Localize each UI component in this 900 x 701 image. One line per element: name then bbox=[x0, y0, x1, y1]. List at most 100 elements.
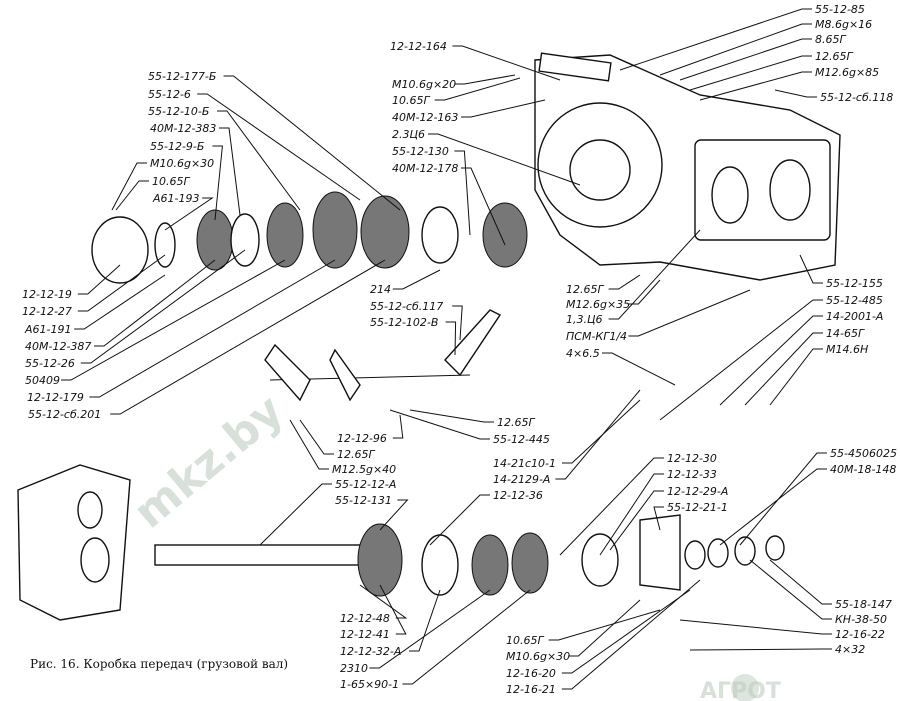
part-number-label: 12-12-41 bbox=[340, 628, 390, 641]
part-number-label: 12.65Г bbox=[337, 448, 375, 461]
leader-line bbox=[359, 584, 408, 619]
part-number-label: 214 bbox=[370, 283, 391, 296]
leader-line bbox=[454, 74, 516, 85]
part-number-label: 40М-12-383 bbox=[150, 122, 216, 135]
leader-line bbox=[389, 409, 490, 440]
leader-line bbox=[609, 490, 664, 551]
leader-line bbox=[562, 399, 641, 464]
part-number-label: 10.65Г bbox=[506, 634, 544, 647]
leader-line bbox=[689, 648, 832, 651]
upper-shaft-parts bbox=[91, 191, 528, 284]
leader-line bbox=[769, 559, 832, 605]
leader-line bbox=[619, 8, 812, 71]
part-number-label: М12.5g×40 bbox=[332, 463, 396, 476]
svg-text:АГРОТ: АГРОТ bbox=[700, 679, 781, 701]
part-number-label: 55-18-147 bbox=[835, 598, 892, 611]
leader-line bbox=[429, 494, 490, 546]
leader-line bbox=[659, 299, 823, 421]
leader-line bbox=[628, 279, 661, 305]
part-number-label: ПСМ-КГ1/4 bbox=[566, 330, 627, 343]
part-number-label: 55-12-155 bbox=[826, 277, 883, 290]
leader-line bbox=[628, 289, 751, 337]
part-number-label: 14-2129-А bbox=[493, 473, 550, 486]
part-number-label: М12.6g×85 bbox=[815, 66, 879, 79]
part-number-label: А61-191 bbox=[24, 323, 72, 336]
leader-line bbox=[289, 419, 329, 470]
gearbox-housing bbox=[534, 52, 841, 281]
part-number-label: 40М-12-387 bbox=[25, 340, 91, 353]
part-number-label: 55-12-12-А bbox=[335, 478, 396, 491]
leader-line bbox=[452, 305, 463, 341]
leader-line bbox=[559, 457, 664, 556]
part-number-label: 12-12-27 bbox=[22, 305, 72, 318]
leader-line bbox=[74, 274, 166, 330]
part-number-label: 12-12-36 bbox=[493, 489, 543, 502]
leader-line bbox=[744, 332, 823, 406]
part-number-label: 55-4506025 bbox=[830, 447, 897, 460]
part-number-label: 12-12-29-А bbox=[667, 485, 728, 498]
leader-line bbox=[409, 589, 441, 652]
figure-caption: Рис. 16. Коробка передач (грузовой вал) bbox=[30, 657, 288, 671]
leader-line bbox=[409, 409, 494, 423]
part-number-label: 12.65Г bbox=[815, 50, 853, 63]
leader-line bbox=[379, 499, 409, 531]
leader-line bbox=[461, 167, 506, 246]
leader-line bbox=[555, 389, 641, 480]
part-number-label: КН-38-50 bbox=[835, 613, 887, 626]
part-number-label: 12-16-21 bbox=[506, 683, 556, 696]
leader-line bbox=[379, 584, 407, 635]
leader-line bbox=[608, 229, 701, 320]
leader-line bbox=[689, 55, 812, 91]
part-number-label: 55-12-26 bbox=[25, 357, 75, 370]
part-number-label: 40М-12-163 bbox=[392, 111, 458, 124]
leader-line bbox=[115, 180, 149, 211]
part-number-label: 12-12-179 bbox=[27, 391, 84, 404]
leader-line bbox=[217, 110, 301, 211]
leader-line bbox=[461, 99, 546, 118]
part-number-label: 50409 bbox=[25, 374, 60, 387]
part-number-label: М12.6g×35 bbox=[566, 298, 630, 311]
leader-line bbox=[679, 619, 832, 635]
part-number-label: 10.65Г bbox=[392, 94, 430, 107]
part-number-label: 55-12-сб.201 bbox=[28, 408, 101, 421]
leader-line bbox=[434, 77, 521, 101]
leader-line bbox=[80, 249, 246, 364]
part-number-label: 55-12-130 bbox=[392, 145, 449, 158]
part-number-label: 55-12-485 bbox=[826, 294, 883, 307]
shift-fork-assembly bbox=[264, 309, 502, 402]
part-number-label: 55-12-85 bbox=[815, 3, 865, 16]
leader-line bbox=[164, 197, 214, 231]
part-number-label: М8.6g×16 bbox=[815, 18, 872, 31]
label-layer: 55-12-177-Б55-12-655-12-10-Б40М-12-38355… bbox=[22, 3, 897, 696]
leader-line bbox=[94, 259, 216, 347]
part-number-label: 4×32 bbox=[835, 643, 865, 656]
part-number-label: 12.65Г bbox=[566, 283, 604, 296]
part-number-label: М10.6g×30 bbox=[506, 650, 570, 663]
part-number-label: 14-21с10-1 bbox=[493, 457, 556, 470]
leader-line bbox=[769, 348, 823, 406]
leader-line bbox=[561, 589, 691, 674]
part-number-label: 12-16-20 bbox=[506, 667, 556, 680]
leader-line bbox=[259, 483, 332, 546]
part-number-label: 12-12-96 bbox=[337, 432, 387, 445]
part-number-label: 2310 bbox=[340, 662, 368, 675]
leader-line bbox=[61, 259, 286, 381]
leader-line bbox=[402, 589, 531, 685]
part-number-label: 12-12-19 bbox=[22, 288, 72, 301]
leader-line bbox=[197, 93, 361, 201]
leader-line bbox=[212, 145, 223, 221]
leader-line bbox=[89, 259, 336, 398]
leader-line bbox=[111, 162, 147, 211]
part-number-label: 12-12-32-А bbox=[340, 645, 401, 658]
part-number-label: 12-12-33 bbox=[667, 468, 717, 481]
part-number-label: 8.65Г bbox=[815, 33, 846, 46]
logo-watermark: АГРОТ bbox=[700, 674, 781, 701]
part-number-label: 55-12-131 bbox=[335, 494, 392, 507]
leader-line bbox=[699, 71, 812, 101]
lower-shaft-parts bbox=[154, 514, 785, 597]
leader-line bbox=[749, 559, 832, 620]
leader-line bbox=[110, 259, 386, 415]
leader-line bbox=[77, 254, 166, 312]
part-number-label: 12.65Г bbox=[497, 416, 535, 429]
